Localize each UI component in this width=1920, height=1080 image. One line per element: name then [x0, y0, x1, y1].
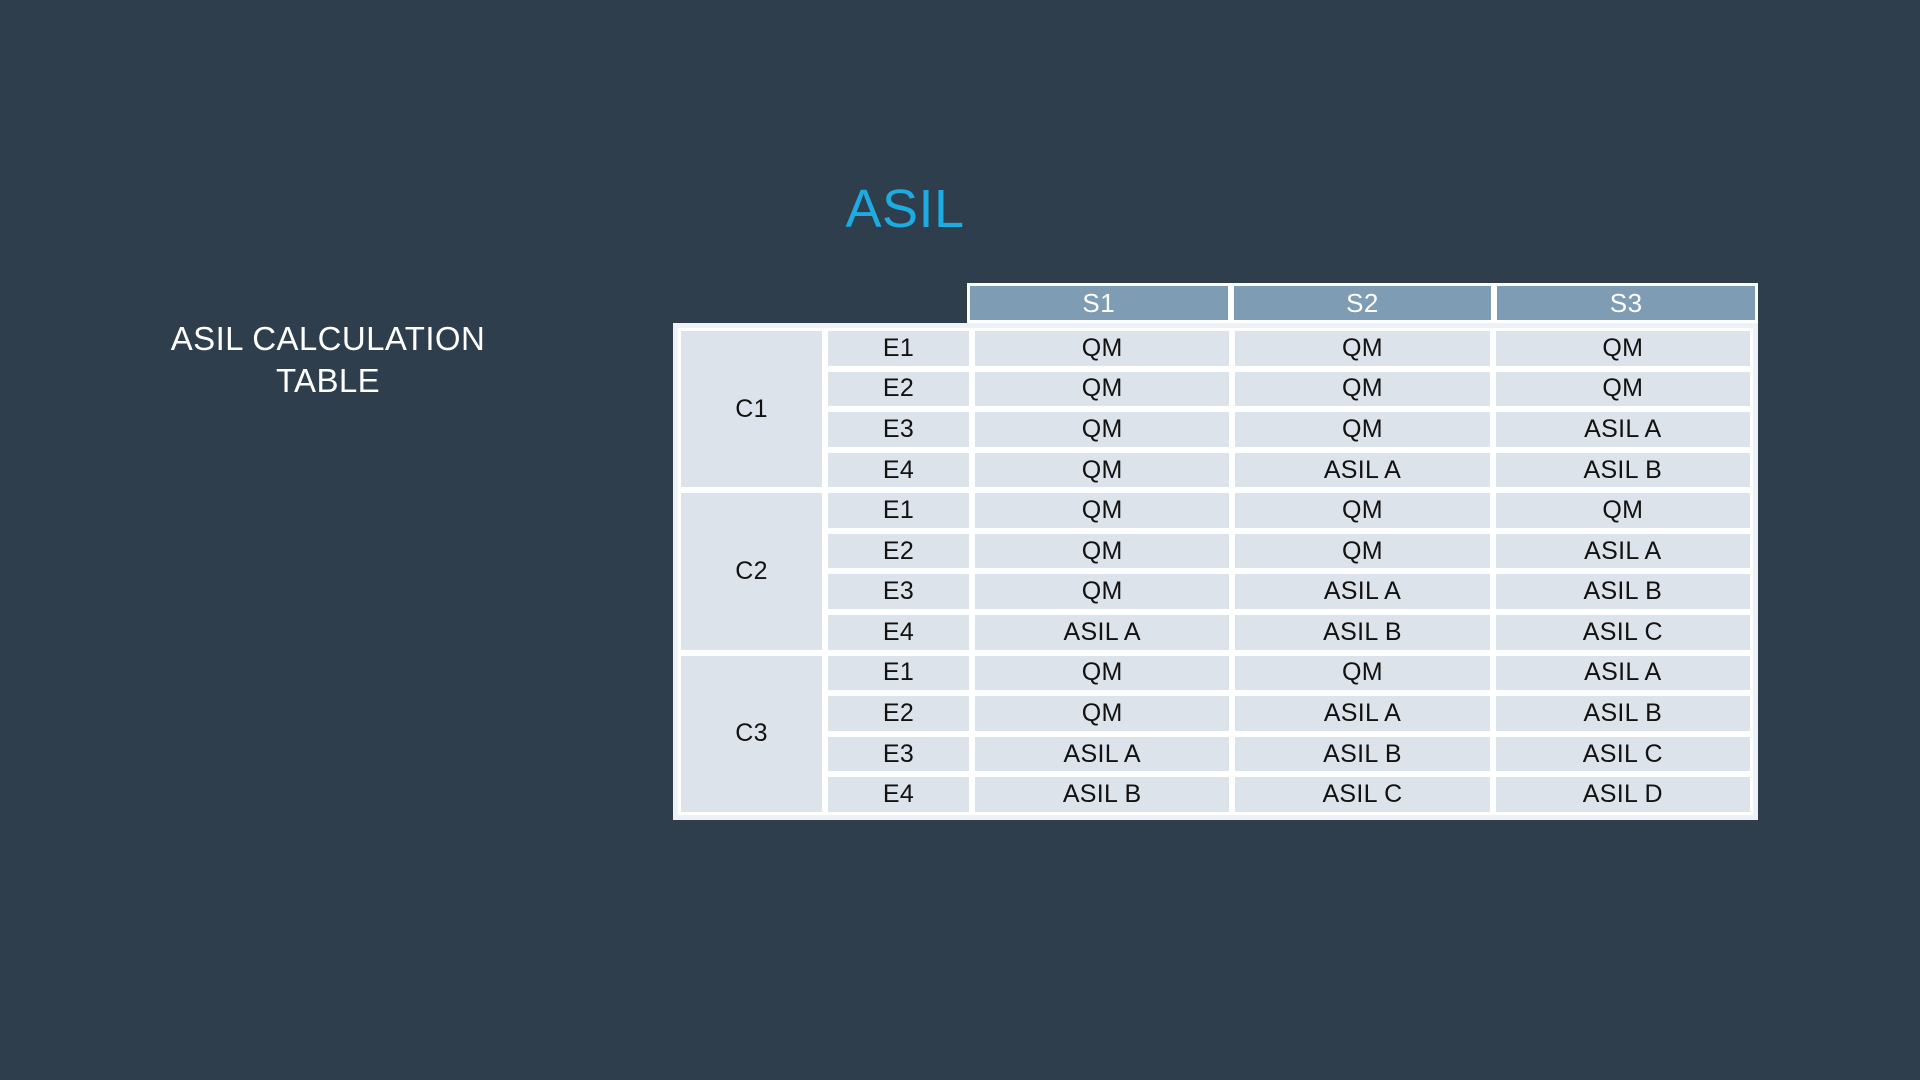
- table-cell: ASIL A: [1492, 530, 1753, 572]
- table-cell: ASIL D: [1492, 774, 1753, 815]
- row-group-label-c1: C1: [678, 328, 825, 491]
- table-cell: QM: [1492, 368, 1753, 410]
- row-label: E3: [825, 571, 972, 613]
- row-group-label-c2: C2: [678, 490, 825, 653]
- row-label: E2: [825, 530, 972, 572]
- table-cell: ASIL A: [1232, 449, 1493, 491]
- table-cell: QM: [1232, 530, 1493, 572]
- table-cell: QM: [1232, 368, 1493, 410]
- row-label: E3: [825, 733, 972, 775]
- table-cell: ASIL B: [972, 774, 1233, 815]
- table-cell: ASIL B: [1232, 612, 1493, 653]
- table-cell: QM: [972, 530, 1233, 572]
- row-label: E1: [825, 328, 972, 369]
- table-cell: QM: [972, 571, 1233, 613]
- table-cell: QM: [1232, 328, 1493, 369]
- table-cell: ASIL B: [1492, 693, 1753, 734]
- row-group-label-c3: C3: [678, 652, 825, 815]
- row-label: E1: [825, 652, 972, 694]
- table-cell: QM: [972, 652, 1233, 694]
- table-cell: QM: [1232, 652, 1493, 694]
- table-cell: ASIL A: [1232, 571, 1493, 613]
- table-cell: QM: [1232, 409, 1493, 450]
- column-header-s2: S2: [1230, 283, 1495, 323]
- table-cell: ASIL B: [1492, 571, 1753, 613]
- row-label: E4: [825, 774, 972, 815]
- page-title: ASIL: [845, 179, 965, 239]
- row-label: E1: [825, 490, 972, 531]
- table-cell: QM: [972, 449, 1233, 491]
- table-caption: ASIL CALCULATION TABLE: [170, 320, 486, 400]
- table-cell: QM: [972, 409, 1233, 450]
- row-label: E2: [825, 368, 972, 410]
- table-cell: ASIL C: [1492, 612, 1753, 653]
- table-cell: QM: [1492, 490, 1753, 531]
- column-header-s1: S1: [967, 283, 1231, 323]
- table-cell: ASIL B: [1232, 733, 1493, 775]
- table-cell: QM: [1492, 328, 1753, 369]
- table-cell: ASIL A: [1232, 693, 1493, 734]
- row-label: E3: [825, 409, 972, 450]
- table-cell: ASIL C: [1492, 733, 1753, 775]
- table-cell: QM: [972, 693, 1233, 734]
- table-cell: QM: [1232, 490, 1493, 531]
- table-cell: ASIL A: [972, 733, 1233, 775]
- row-label: E4: [825, 612, 972, 653]
- table-cell: QM: [972, 328, 1233, 369]
- column-header-s3: S3: [1494, 283, 1759, 323]
- table-cell: QM: [972, 368, 1233, 410]
- table-cell: QM: [972, 490, 1233, 531]
- table-cell: ASIL C: [1232, 774, 1493, 815]
- table-cell: ASIL B: [1492, 449, 1753, 491]
- row-label: E4: [825, 449, 972, 491]
- row-label: E2: [825, 693, 972, 734]
- table-cell: ASIL A: [1492, 652, 1753, 694]
- table-cell: ASIL A: [972, 612, 1233, 653]
- table-cell: ASIL A: [1492, 409, 1753, 450]
